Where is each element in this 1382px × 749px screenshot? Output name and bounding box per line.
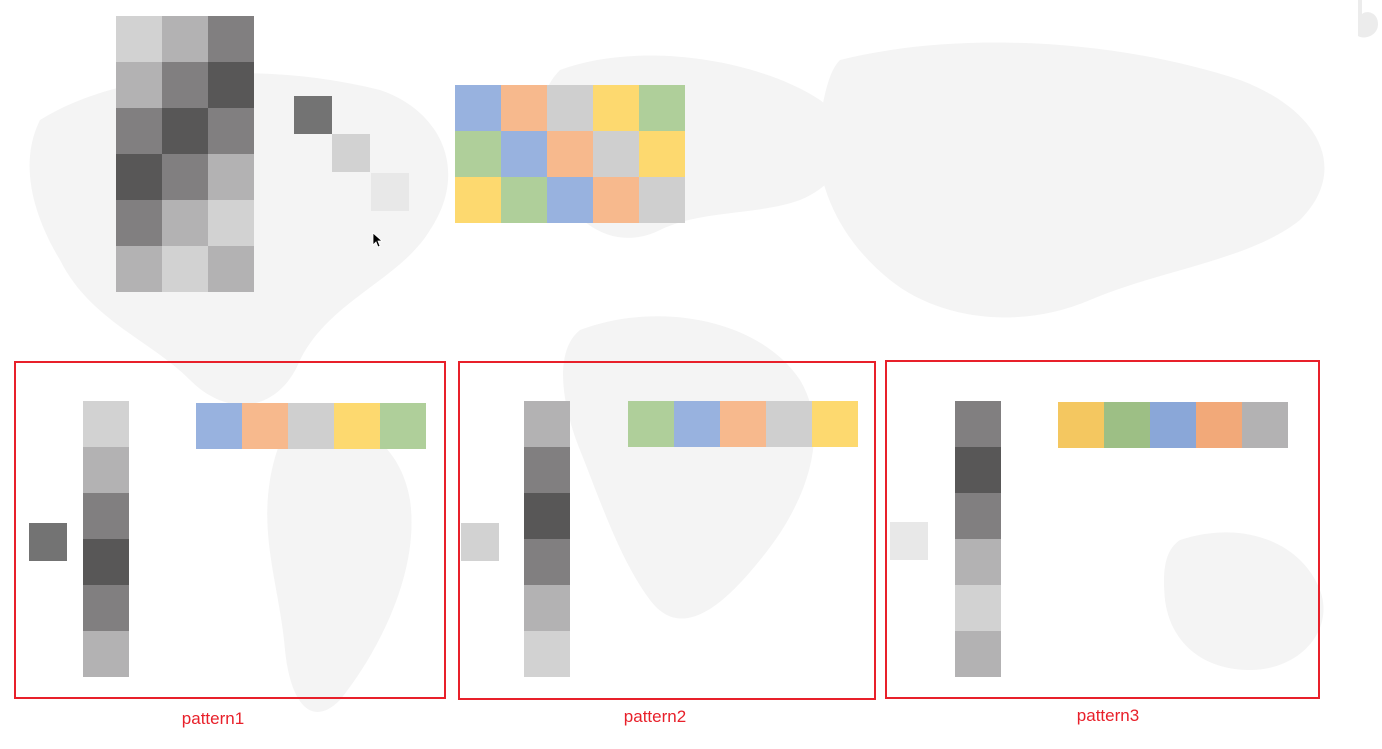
row-cell bbox=[196, 403, 242, 449]
gray-cell bbox=[116, 200, 162, 246]
row-cell bbox=[334, 403, 380, 449]
color-cell bbox=[455, 131, 501, 177]
row-cell bbox=[242, 403, 288, 449]
gray-cell bbox=[162, 154, 208, 200]
column-cell bbox=[524, 539, 570, 585]
gray-cell bbox=[208, 62, 254, 108]
gray-cell bbox=[116, 62, 162, 108]
pattern3-label: pattern3 bbox=[1076, 706, 1140, 725]
gray-cell bbox=[208, 246, 254, 292]
diagonal-cell bbox=[294, 96, 332, 134]
gray-cell bbox=[208, 154, 254, 200]
row-cell bbox=[1058, 402, 1104, 448]
pattern3-column bbox=[955, 401, 1001, 677]
pattern1-single-cell bbox=[29, 523, 67, 561]
pattern1-column bbox=[83, 401, 129, 677]
row-cell bbox=[380, 403, 426, 449]
row-cell bbox=[812, 401, 858, 447]
column-cell bbox=[524, 585, 570, 631]
column-cell bbox=[524, 401, 570, 447]
gray-cell bbox=[116, 246, 162, 292]
color-matrix bbox=[455, 85, 685, 223]
gray-matrix bbox=[116, 16, 254, 292]
column-cell bbox=[524, 493, 570, 539]
color-cell bbox=[501, 85, 547, 131]
pattern2-single-cell bbox=[461, 523, 499, 561]
column-cell bbox=[955, 539, 1001, 585]
row-cell bbox=[720, 401, 766, 447]
gray-cell bbox=[162, 62, 208, 108]
column-cell bbox=[955, 447, 1001, 493]
column-cell bbox=[83, 585, 129, 631]
pattern3-row bbox=[1058, 402, 1288, 448]
color-cell bbox=[501, 177, 547, 223]
color-cell bbox=[547, 85, 593, 131]
gray-cell bbox=[208, 16, 254, 62]
gray-cell bbox=[208, 200, 254, 246]
row-cell bbox=[628, 401, 674, 447]
gray-cell bbox=[162, 16, 208, 62]
row-cell bbox=[288, 403, 334, 449]
mouse-cursor-icon bbox=[372, 232, 384, 248]
color-cell bbox=[547, 177, 593, 223]
color-cell bbox=[593, 177, 639, 223]
column-cell bbox=[955, 631, 1001, 677]
gray-cell bbox=[116, 154, 162, 200]
row-cell bbox=[1196, 402, 1242, 448]
column-cell bbox=[524, 447, 570, 493]
pattern3-single-cell bbox=[890, 522, 928, 560]
color-cell bbox=[455, 177, 501, 223]
column-cell bbox=[83, 539, 129, 585]
pattern2-frame bbox=[458, 361, 876, 700]
color-cell bbox=[593, 85, 639, 131]
pattern1-row bbox=[196, 403, 426, 449]
row-cell bbox=[1242, 402, 1288, 448]
pattern1-frame bbox=[14, 361, 446, 699]
column-cell bbox=[83, 631, 129, 677]
column-cell bbox=[955, 493, 1001, 539]
color-cell bbox=[501, 131, 547, 177]
row-cell bbox=[1104, 402, 1150, 448]
gray-cell bbox=[162, 246, 208, 292]
color-cell bbox=[547, 131, 593, 177]
pattern1-label: pattern1 bbox=[181, 709, 245, 728]
column-cell bbox=[955, 585, 1001, 631]
gray-cell bbox=[116, 108, 162, 154]
column-cell bbox=[83, 493, 129, 539]
column-cell bbox=[524, 631, 570, 677]
row-cell bbox=[674, 401, 720, 447]
row-cell bbox=[766, 401, 812, 447]
diagonal-cell bbox=[371, 173, 409, 211]
pattern2-label: pattern2 bbox=[623, 707, 687, 726]
gray-cell bbox=[116, 16, 162, 62]
gray-cell bbox=[208, 108, 254, 154]
color-cell bbox=[639, 85, 685, 131]
color-cell bbox=[639, 131, 685, 177]
pattern3-frame bbox=[885, 360, 1320, 699]
pattern2-column bbox=[524, 401, 570, 677]
gray-cell bbox=[162, 108, 208, 154]
diagonal-cell bbox=[332, 134, 370, 172]
column-cell bbox=[955, 401, 1001, 447]
corner-glyph-icon bbox=[1358, 0, 1378, 38]
pattern2-row bbox=[628, 401, 858, 447]
column-cell bbox=[83, 447, 129, 493]
gray-cell bbox=[162, 200, 208, 246]
column-cell bbox=[83, 401, 129, 447]
color-cell bbox=[455, 85, 501, 131]
color-cell bbox=[593, 131, 639, 177]
color-cell bbox=[639, 177, 685, 223]
row-cell bbox=[1150, 402, 1196, 448]
